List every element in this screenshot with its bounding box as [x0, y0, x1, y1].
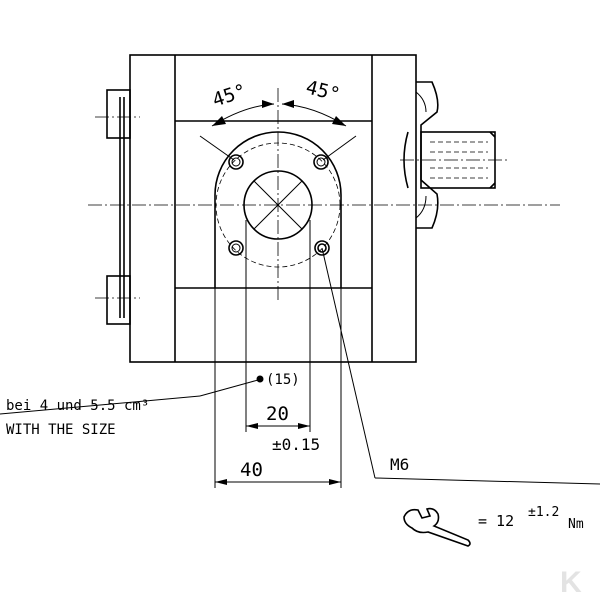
bolt-hole-inner: [317, 243, 327, 253]
arrowhead: [329, 479, 341, 485]
arrowhead: [262, 100, 274, 108]
arrowhead: [215, 479, 227, 485]
body-outline: [129, 54, 417, 363]
dim-20-value: 20: [266, 403, 289, 425]
torque-unit: Nm: [568, 517, 584, 532]
wrench-icon: [403, 507, 471, 547]
bolt-hole-outer: [228, 240, 244, 256]
size-note-german: bei 4 und 5.5 cm³: [6, 398, 149, 414]
callout-leader: [199, 379, 259, 397]
centerlines: [88, 88, 560, 300]
callout-underline: [0, 395, 201, 415]
extension-lines: [214, 220, 342, 488]
bolt-circle: [215, 142, 341, 268]
arrowhead: [246, 423, 258, 429]
angle-label-left: 45°: [210, 80, 249, 112]
bolt-hole-inner: [316, 157, 326, 167]
torque-spec: = 12 ±1.2 Nm: [403, 505, 584, 547]
size-note-english: WITH THE SIZE: [6, 422, 116, 438]
bolt-hole-bottom-left: [228, 240, 244, 256]
thread-label: M6: [390, 455, 409, 474]
watermark-logo: K: [560, 566, 582, 599]
angle-extension-left: [199, 135, 235, 161]
angle-extension-right: [322, 135, 357, 161]
dimension-20: 20 ±0.15: [246, 403, 320, 454]
torque-tolerance: ±1.2: [528, 505, 559, 520]
bolt-hole-outer: [314, 240, 330, 256]
central-bore: [243, 170, 313, 240]
arrowhead: [212, 116, 226, 126]
arrowhead: [282, 100, 294, 108]
dim-20-tolerance: ±0.15: [272, 435, 320, 454]
dim-40-value: 40: [240, 459, 263, 481]
flange-face: [214, 131, 342, 288]
thread-callout: M6: [321, 247, 600, 485]
bolt-hole-inner: [231, 243, 241, 253]
arrowhead: [298, 423, 310, 429]
bolt-hole-top-right: [313, 154, 329, 170]
collar-fillet-top: [415, 91, 427, 113]
shaft-chamfer-bottom: [489, 182, 496, 189]
bolt-hole-outer: [313, 154, 329, 170]
drive-shaft: [400, 81, 510, 229]
bolt-circle-value: (15): [266, 372, 300, 388]
torque-value: = 12: [478, 512, 514, 530]
arrowhead: [332, 116, 346, 126]
shaft-chamfer-top: [489, 131, 496, 138]
bolt-circle-callout: (15) bei 4 und 5.5 cm³ WITH THE SIZE: [0, 372, 300, 438]
shaft-collar: [416, 81, 439, 229]
dimension-40: 40: [215, 459, 341, 485]
bolt-hole-bottom-right: [314, 240, 330, 256]
left-bracket: [95, 89, 140, 325]
pump-body: [129, 54, 417, 363]
thread-underline: [374, 477, 600, 485]
thread-leader: [321, 247, 376, 479]
bolt-hole-inner: [231, 157, 241, 167]
callout-dot: [256, 375, 264, 383]
angle-label-right: 45°: [304, 76, 343, 106]
collar-fillet-bottom: [415, 195, 427, 219]
flange-arc-top: [214, 131, 342, 196]
bracket-top: [106, 89, 131, 139]
bolt-hole-outer: [228, 154, 244, 170]
bolt-hole-top-left: [228, 154, 244, 170]
bore-cross-2: [253, 180, 303, 230]
bracket-bottom: [106, 275, 131, 325]
